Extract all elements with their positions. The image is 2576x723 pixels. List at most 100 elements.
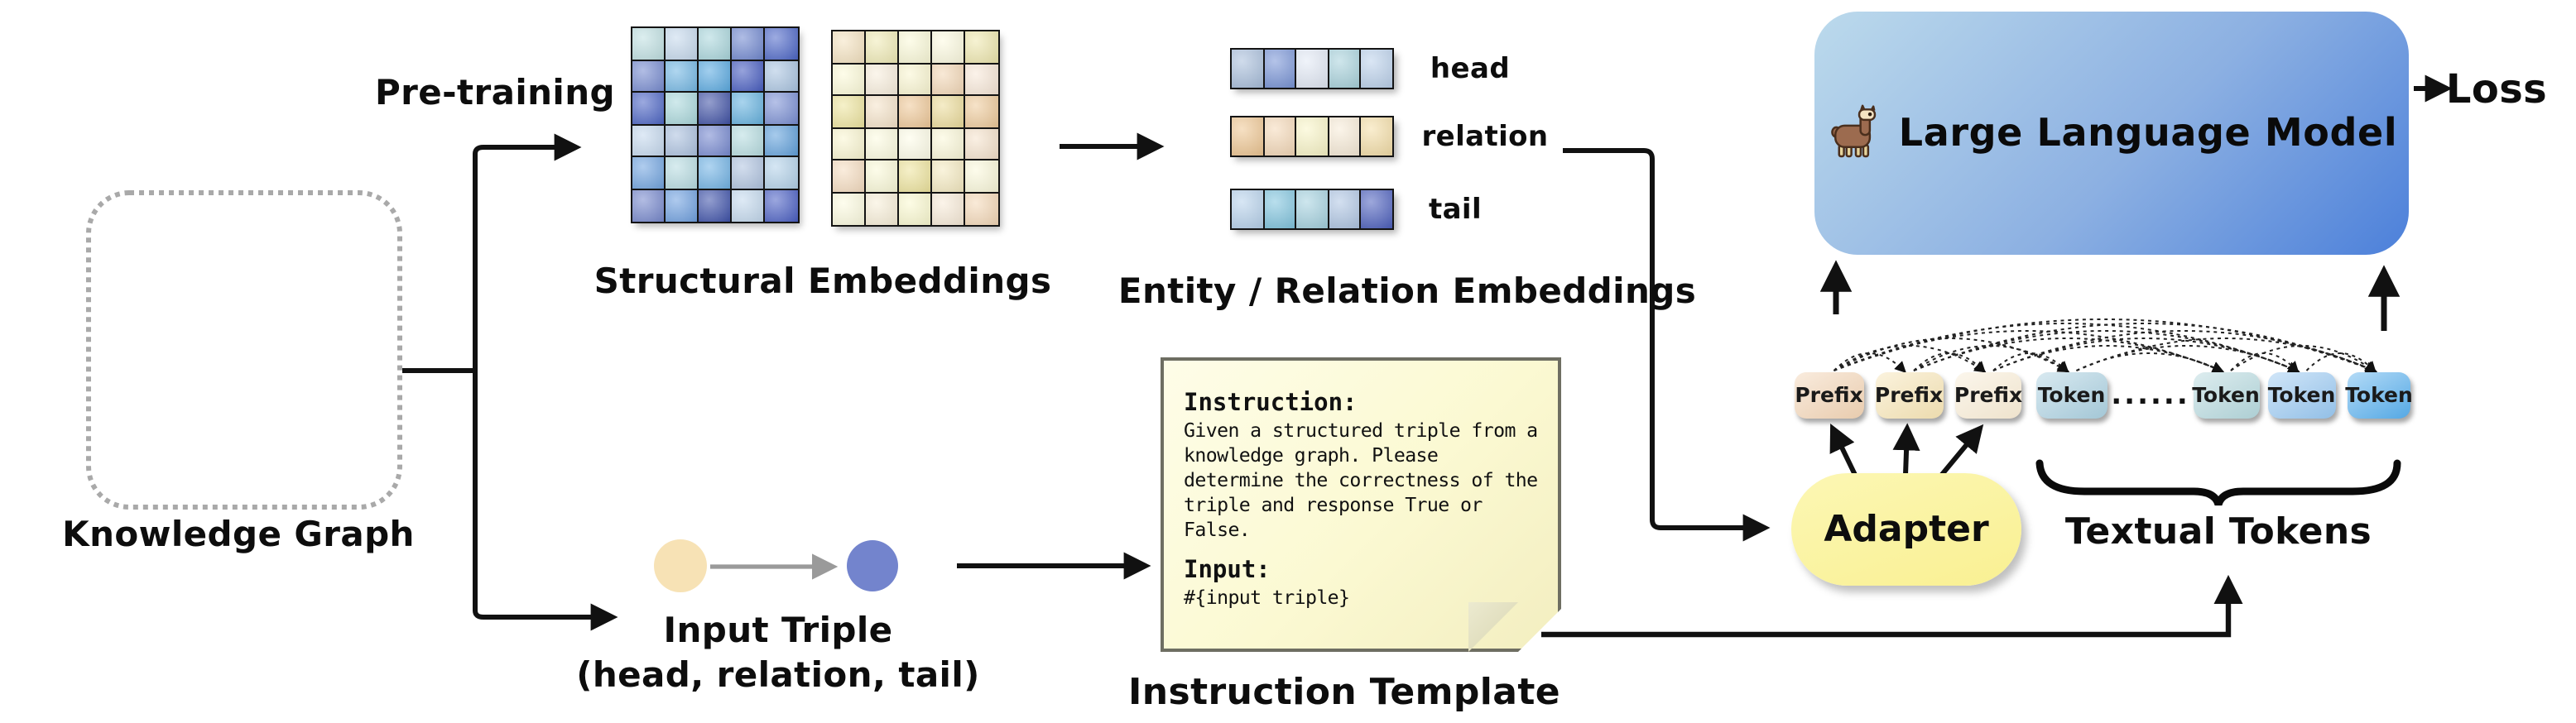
yellow-matrix-cell [964, 62, 1000, 98]
attention-arc [2076, 338, 2377, 373]
attention-arc [1992, 345, 2224, 373]
knowledge-graph-frame [86, 190, 402, 510]
blue-matrix-cell [631, 91, 667, 127]
yellow-matrix-cell [864, 191, 901, 227]
yellow-matrix-cell [897, 191, 934, 227]
blue-matrix-cell [664, 59, 700, 94]
yellow-matrix-cell [897, 159, 934, 194]
relation-vector-cell [1359, 116, 1395, 157]
relation-vector-cell [1327, 116, 1362, 157]
blue-matrix-cell [730, 91, 767, 127]
blue-matrix-cell [763, 188, 800, 223]
yellow-matrix-cell [831, 62, 867, 98]
note-instruction-body: Given a structured triple from a knowled… [1184, 418, 1538, 541]
tail-vector-cell [1295, 189, 1330, 230]
blue-matrix-cell [631, 59, 667, 94]
blue-matrix-cell [730, 26, 767, 62]
token-box-label: Prefix [1795, 382, 1863, 408]
structural-embedding-matrix-relations [831, 30, 1000, 227]
tail-embedding-vector [1230, 189, 1395, 230]
token-token-box: Token [2345, 372, 2413, 418]
yellow-matrix-cell [864, 62, 901, 98]
attention-arc [1913, 345, 2070, 373]
yellow-matrix-cell [964, 191, 1000, 227]
attention-arc [1833, 323, 2300, 373]
triple-tail-node [847, 540, 898, 591]
llm-label: Large Language Model [1898, 112, 2398, 155]
blue-matrix-cell [631, 156, 667, 191]
tail-vector-cell [1327, 189, 1362, 230]
attention-arc [1913, 352, 1986, 373]
token-box-label: Token [2345, 382, 2413, 408]
token-token-box: Token [2268, 372, 2335, 418]
input-triple-label: Input Triple [663, 610, 893, 650]
attention-arc [1833, 338, 2070, 373]
adapter-to-prefix-arrows [1829, 423, 1984, 478]
textual-tokens-label: Textual Tokens [2064, 512, 2372, 553]
prefix-token-box: Prefix [1795, 372, 1863, 418]
yellow-matrix-cell [930, 62, 967, 98]
instruction-note: Instruction: Given a structured triple f… [1161, 357, 1561, 652]
blue-matrix-cell [763, 59, 800, 94]
kg-branch-connector [396, 133, 618, 631]
note-spacer [1184, 543, 1541, 558]
yellow-matrix-cell [831, 127, 867, 162]
yellow-matrix-cell [930, 159, 967, 194]
yellow-matrix-cell [897, 94, 934, 130]
blue-matrix-cell [730, 123, 767, 159]
token-box-label: Token [2037, 382, 2106, 408]
yellow-matrix-cell [964, 159, 1000, 194]
head-embedding-vector [1230, 48, 1395, 89]
blue-matrix-cell [664, 156, 700, 191]
blue-matrix-cell [697, 188, 733, 223]
head-vector-cell [1230, 48, 1266, 89]
yellow-matrix-cell [831, 159, 867, 194]
relation-embedding-vector [1230, 116, 1395, 157]
tail-vector-label: tail [1428, 194, 1483, 227]
yellow-matrix-cell [864, 127, 901, 162]
token-box-label: Prefix [1874, 382, 1944, 408]
attention-arc [1992, 352, 2069, 373]
entity-relation-embeddings-label: Entity / Relation Embeddings [1117, 271, 1697, 311]
instruction-template-label: Instruction Template [1127, 673, 1561, 714]
token-box-label: Token [2192, 382, 2260, 408]
blue-matrix-cell [730, 59, 767, 94]
yellow-matrix-cell [831, 191, 867, 227]
triple-head-node [654, 539, 707, 592]
attention-arc [1992, 338, 2300, 373]
token-box-label: Prefix [1954, 382, 2023, 408]
note-instruction-heading: Instruction: [1184, 390, 1358, 417]
blue-matrix-cell [697, 156, 733, 191]
token-ellipsis: ...... [2111, 379, 2190, 412]
attention-arc [1833, 352, 1906, 373]
blue-matrix-cell [631, 188, 667, 223]
blue-matrix-cell [697, 59, 733, 94]
arrow-vectors-to-adapter [1563, 148, 1771, 542]
adapter-label: Adapter [1824, 509, 1989, 550]
blue-matrix-cell [697, 91, 733, 127]
attention-arc [2230, 352, 2300, 374]
attention-arc [1992, 330, 2377, 373]
loss-label: Loss [2445, 66, 2548, 113]
prefix-token-box: Prefix [1875, 372, 1943, 418]
token-token-box: Token [2035, 372, 2107, 418]
yellow-matrix-cell [964, 127, 1000, 162]
head-vector-cell [1295, 48, 1330, 89]
yellow-matrix-cell [831, 30, 867, 65]
blue-matrix-cell [730, 156, 767, 191]
blue-matrix-cell [763, 26, 800, 62]
token-token-box: Token [2192, 372, 2260, 418]
token-box-label: Token [2267, 382, 2336, 408]
blue-matrix-cell [763, 156, 800, 191]
arrow-template-to-tokens [1541, 574, 2243, 638]
attention-arcs [1833, 318, 2377, 374]
yellow-matrix-cell [864, 159, 901, 194]
note-input-heading: Input: [1184, 557, 1271, 584]
adapter-block: Adapter [1791, 473, 2021, 586]
textual-tokens-brace [2035, 459, 2401, 506]
blue-matrix-cell [664, 26, 700, 62]
yellow-matrix-cell [897, 127, 934, 162]
attention-arc [1833, 318, 2377, 374]
prefix-token-box: Prefix [1954, 372, 2023, 418]
